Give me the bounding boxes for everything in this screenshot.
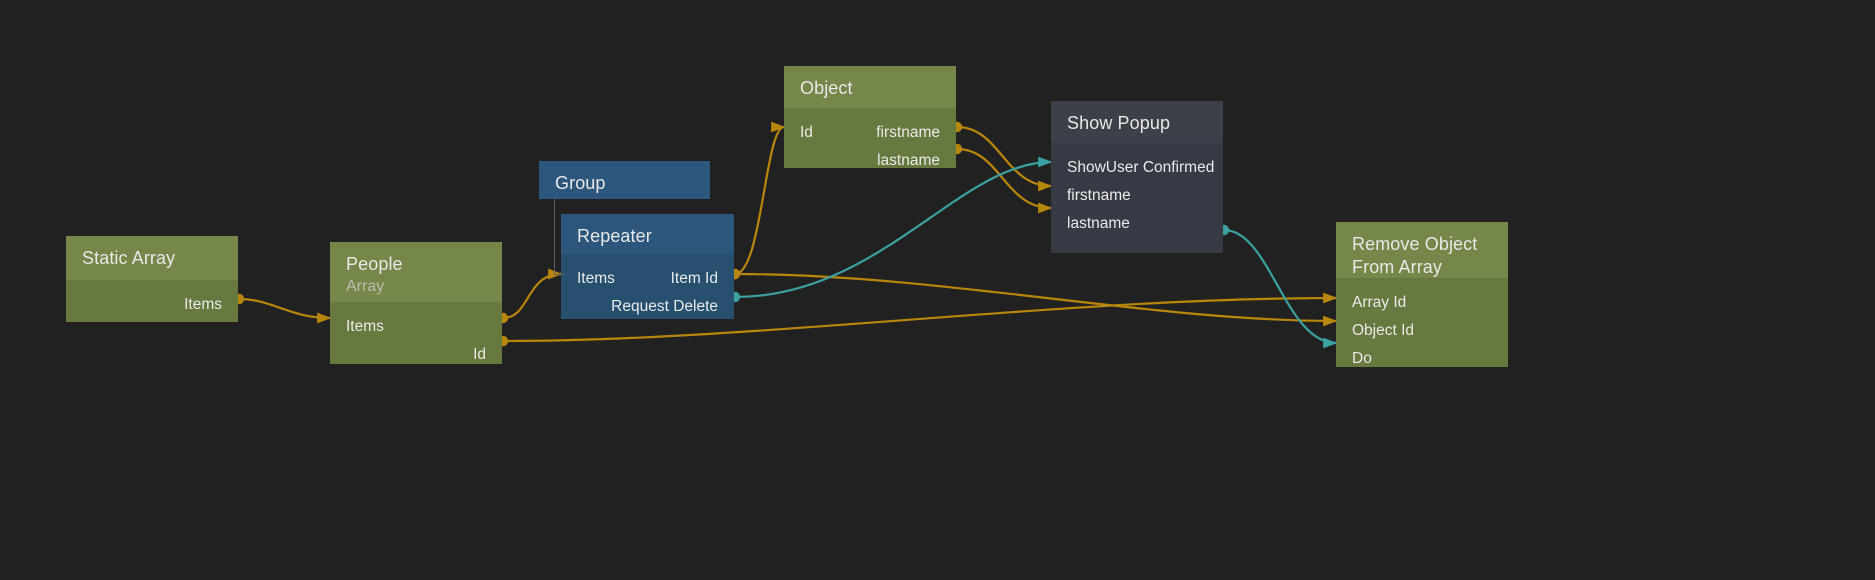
node-title-show-popup: Show Popup bbox=[1067, 113, 1171, 133]
edge-e7[interactable] bbox=[956, 147, 1053, 214]
port-row: Id firstname bbox=[784, 119, 956, 147]
input-port-show-popup-0[interactable]: Show bbox=[1067, 159, 1106, 177]
node-body-repeater: Items Item Id Request Delete bbox=[561, 254, 734, 319]
node-header-group[interactable]: Group bbox=[539, 161, 710, 199]
node-body-object: Id firstname lastname bbox=[784, 108, 956, 168]
output-port-show-popup-0[interactable]: User Confirmed bbox=[1105, 159, 1215, 177]
output-port-object-0[interactable]: firstname bbox=[876, 124, 940, 142]
node-subtitle-people: Array bbox=[346, 278, 385, 296]
output-port-repeater-0[interactable]: Item Id bbox=[670, 270, 718, 288]
edge-e4[interactable] bbox=[734, 272, 1338, 327]
node-header-show-popup[interactable]: Show Popup bbox=[1051, 101, 1223, 143]
node-title-static-array: Static Array bbox=[82, 248, 176, 268]
port-row: firstname bbox=[1051, 182, 1223, 210]
input-port-remove-object-from-array-1[interactable]: Object Id bbox=[1352, 322, 1415, 340]
edge-e1[interactable] bbox=[238, 297, 332, 324]
node-header-repeater[interactable]: Repeater bbox=[561, 214, 734, 254]
node-group[interactable]: Group bbox=[539, 161, 710, 199]
output-port-static-array-0[interactable]: Items bbox=[184, 296, 222, 314]
port-row: lastname bbox=[784, 147, 956, 175]
input-port-remove-object-from-array-0[interactable]: Array Id bbox=[1352, 294, 1407, 312]
input-port-people-0[interactable]: Items bbox=[346, 318, 384, 336]
output-port-object-1[interactable]: lastname bbox=[877, 152, 940, 170]
node-body-static-array: Items bbox=[66, 280, 238, 322]
port-row: Items bbox=[66, 291, 238, 319]
input-port-show-popup-2[interactable]: lastname bbox=[1067, 215, 1130, 233]
port-row: Do bbox=[1336, 345, 1508, 373]
node-title-repeater: Repeater bbox=[577, 226, 652, 246]
edge-e6[interactable] bbox=[956, 125, 1053, 192]
node-title-people: People bbox=[346, 254, 403, 274]
edge-e2[interactable] bbox=[502, 268, 563, 320]
edge-e8[interactable] bbox=[734, 156, 1053, 299]
input-port-object-0[interactable]: Id bbox=[800, 124, 813, 142]
node-body-remove-object-from-array: Array Id Object Id Do bbox=[1336, 278, 1508, 367]
port-row: Array Id bbox=[1336, 289, 1508, 317]
node-title-remove-object-from-array: Remove Object From Array bbox=[1352, 234, 1478, 278]
input-port-show-popup-1[interactable]: firstname bbox=[1067, 187, 1131, 205]
input-port-remove-object-from-array-2[interactable]: Do bbox=[1352, 350, 1372, 368]
node-title-object: Object bbox=[800, 78, 853, 98]
port-row: lastname bbox=[1051, 210, 1223, 238]
node-header-remove-object-from-array[interactable]: Remove Object From Array bbox=[1336, 222, 1508, 278]
edge-e9[interactable] bbox=[1223, 228, 1338, 349]
input-port-repeater-0[interactable]: Items bbox=[577, 270, 615, 288]
output-port-repeater-1[interactable]: Request Delete bbox=[611, 298, 718, 316]
node-header-object[interactable]: Object bbox=[784, 66, 956, 108]
port-row: Items Item Id bbox=[561, 265, 734, 293]
edge-e3[interactable] bbox=[734, 121, 786, 276]
port-row: Object Id bbox=[1336, 317, 1508, 345]
node-header-static-array[interactable]: Static Array bbox=[66, 236, 238, 280]
output-port-people-1[interactable]: Id bbox=[473, 346, 486, 364]
port-row: Items bbox=[330, 313, 502, 341]
port-row: Request Delete bbox=[561, 293, 734, 321]
port-row: Id bbox=[330, 341, 502, 369]
node-title-group: Group bbox=[555, 173, 606, 193]
